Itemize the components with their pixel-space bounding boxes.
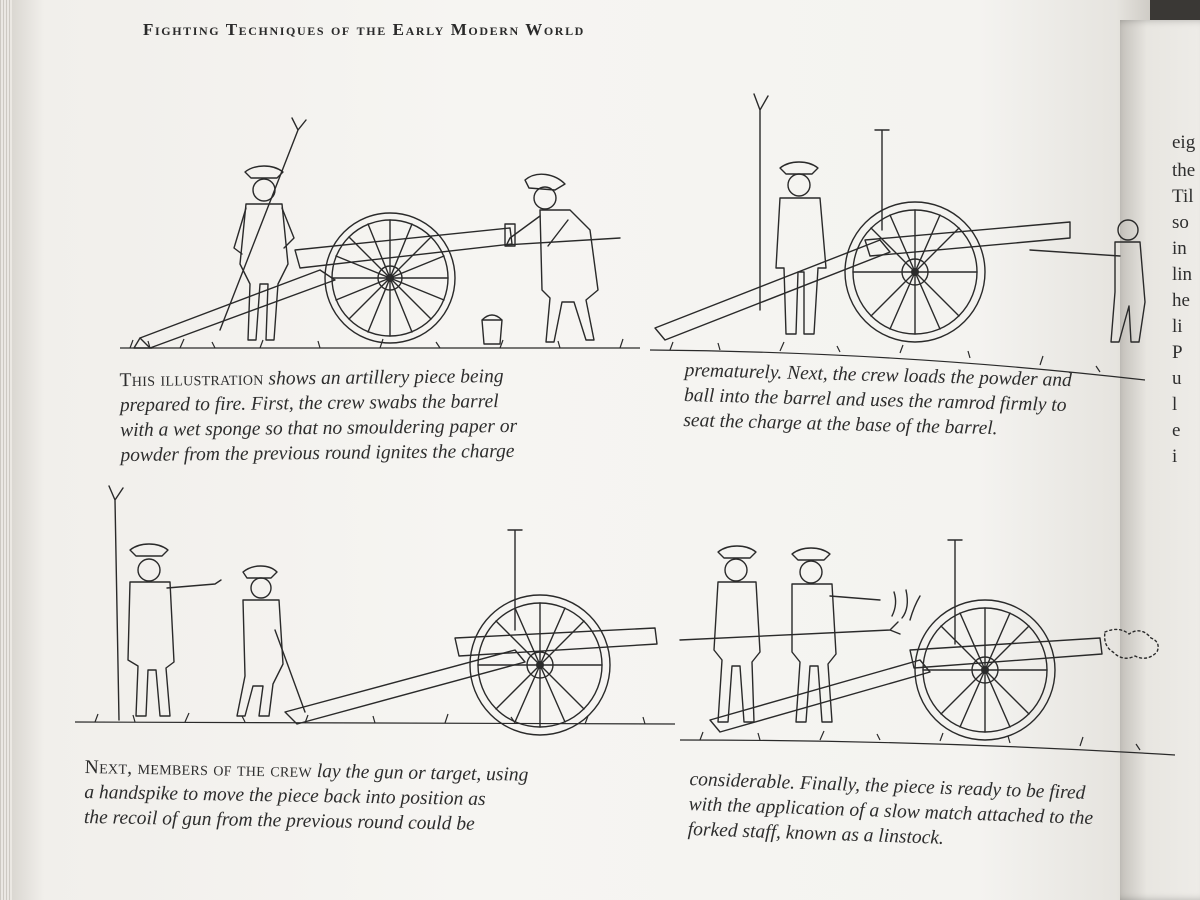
cannon-wheel	[469, 594, 611, 736]
facing-page	[1120, 20, 1200, 900]
left-page	[10, 0, 1150, 900]
facing-text-fragment: li	[1172, 316, 1183, 337]
cannon-carriage	[654, 129, 1071, 341]
caption-load: prematurely. Next, the crew loads the po…	[683, 358, 1072, 443]
gunner-pointing	[108, 485, 222, 721]
cannon-wheel	[914, 599, 1056, 741]
grass-ground	[74, 712, 676, 725]
illustration-fire-gun	[679, 539, 1176, 756]
gunner-with-linstock	[753, 93, 827, 335]
cannon-wheel	[844, 201, 986, 343]
gunner-with-handspike	[713, 545, 761, 723]
grass-ground	[120, 338, 640, 349]
facing-text-fragment: in	[1172, 238, 1187, 259]
gunner-with-linstock	[219, 117, 307, 341]
facing-text-fragment: lin	[1172, 264, 1193, 285]
facing-text-fragment: eig	[1172, 132, 1196, 153]
caption-lay: Next, members of the crew lay the gun or…	[84, 755, 529, 838]
caption-text: lay the gun or target, using	[311, 760, 529, 786]
cannon-carriage	[709, 539, 1103, 733]
facing-text-fragment: the	[1172, 160, 1196, 181]
facing-text-fragment: P	[1172, 342, 1183, 363]
caption-swab: This illustration shows an artillery pie…	[119, 364, 518, 468]
linstock	[679, 589, 921, 641]
running-head: Fighting Techniques of the Early Modern …	[143, 20, 585, 39]
facing-text-fragment: u	[1172, 368, 1182, 389]
gunner-firing	[791, 547, 881, 723]
cannon-wheel	[324, 212, 456, 344]
facing-text-fragment: so	[1172, 212, 1189, 233]
caption-line: powder from the previous round ignites t…	[120, 440, 515, 467]
caption-lead: Next, members of the crew	[84, 756, 313, 782]
illustration-load-charge	[649, 93, 1146, 381]
caption-fire: considerable. Finally, the piece is read…	[687, 767, 1094, 856]
cannon-carriage	[133, 223, 516, 349]
gunner-with-handspike	[236, 565, 306, 717]
facing-text-fragment: he	[1172, 290, 1190, 311]
facing-text-fragment: e	[1172, 420, 1181, 441]
cannon-carriage	[284, 529, 658, 725]
page-edge-stack	[0, 0, 12, 900]
muzzle-smoke	[1103, 628, 1159, 659]
facing-text-fragment: i	[1172, 446, 1178, 467]
grass-ground	[679, 730, 1176, 756]
facing-text-fragment: l	[1172, 394, 1178, 415]
illustration-swab-barrel	[120, 117, 640, 349]
gunner-with-sponge	[504, 173, 621, 343]
grass-ground	[649, 341, 1146, 381]
caption-lead: This illustration	[119, 368, 264, 392]
facing-text-fragment: Til	[1172, 186, 1194, 207]
water-bucket	[481, 314, 503, 345]
gunner-with-rammer	[1029, 219, 1146, 343]
caption-text: shows an artillery piece being	[263, 366, 504, 390]
illustration-lay-gun	[74, 485, 676, 736]
